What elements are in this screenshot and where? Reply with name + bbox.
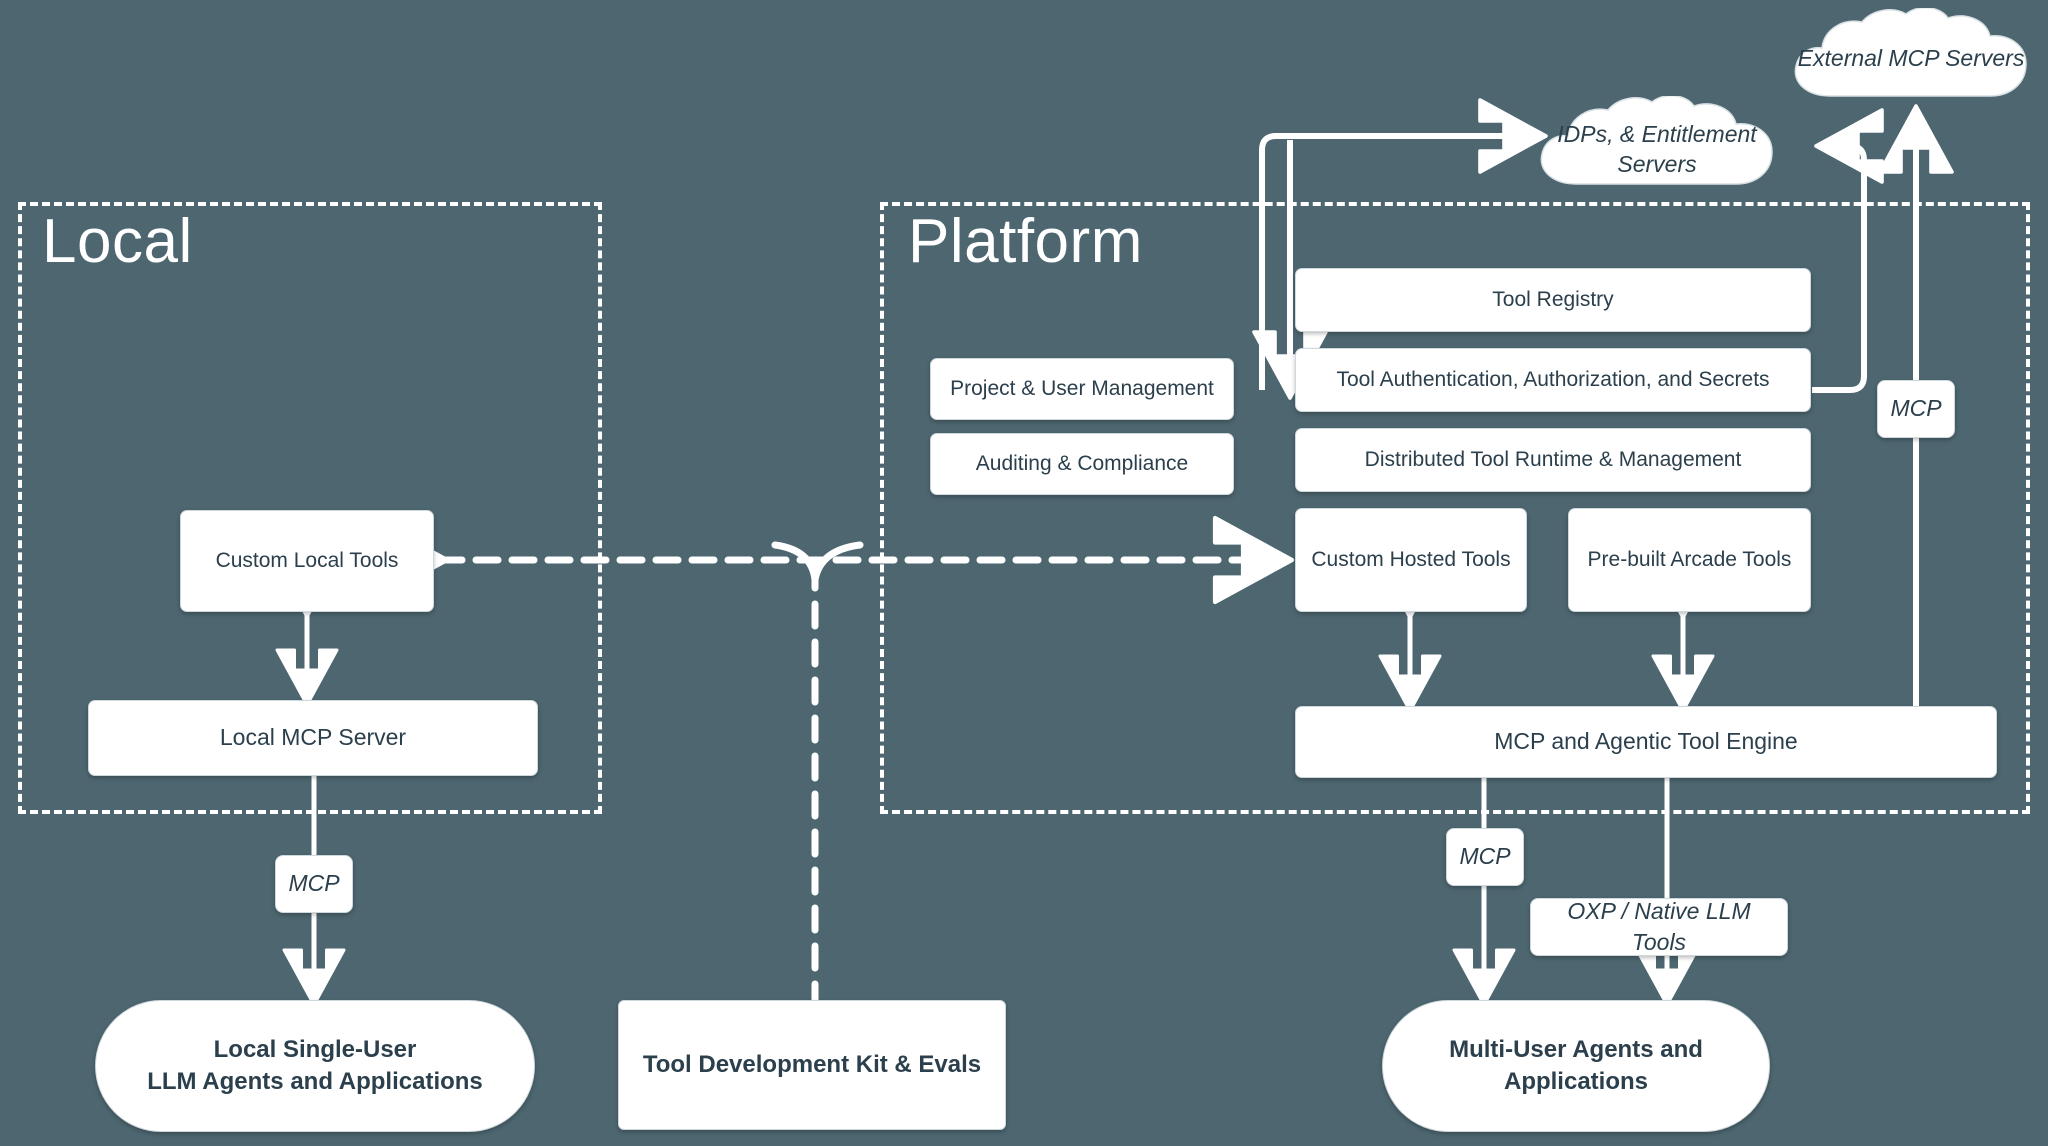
- external-mcp-servers-cloud[interactable]: External MCP Servers: [1778, 6, 2044, 110]
- mcp-agentic-tool-engine-box[interactable]: MCP and Agentic Tool Engine: [1295, 706, 1997, 778]
- multi-user-agents-box[interactable]: Multi-User Agents and Applications: [1382, 1000, 1770, 1132]
- custom-local-tools-box[interactable]: Custom Local Tools: [180, 510, 434, 612]
- idps-entitlement-servers-cloud[interactable]: IDPs, & Entitlement Servers: [1524, 94, 1790, 198]
- tool-development-kit-box[interactable]: Tool Development Kit & Evals: [618, 1000, 1006, 1130]
- local-zone-frame: [18, 202, 602, 814]
- local-agents-box[interactable]: Local Single-User LLM Agents and Applica…: [95, 1000, 535, 1132]
- external-mcp-protocol-label: MCP: [1877, 380, 1955, 438]
- prebuilt-arcade-tools-box[interactable]: Pre-built Arcade Tools: [1568, 508, 1811, 612]
- local-mcp-protocol-label: MCP: [275, 855, 353, 913]
- custom-hosted-tools-box[interactable]: Custom Hosted Tools: [1295, 508, 1527, 612]
- platform-zone-title: Platform: [908, 207, 1143, 276]
- project-user-management-box[interactable]: Project & User Management: [930, 358, 1234, 420]
- oxp-native-llm-tools-label: OXP / Native LLM Tools: [1530, 898, 1788, 956]
- local-agents-line2: LLM Agents and Applications: [147, 1068, 483, 1095]
- local-agents-line1: Local Single-User: [213, 1035, 417, 1063]
- engine-mcp-protocol-label: MCP: [1446, 828, 1524, 886]
- tool-registry-box[interactable]: Tool Registry: [1295, 268, 1811, 332]
- tool-authentication-box[interactable]: Tool Authentication, Authorization, and …: [1295, 348, 1811, 412]
- external-mcp-cloud-label: External MCP Servers: [1797, 45, 2025, 71]
- cloud-shape: [1794, 6, 2027, 97]
- auditing-compliance-box[interactable]: Auditing & Compliance: [930, 433, 1234, 495]
- multi-user-agents-line1: Multi-User Agents and: [1449, 1035, 1703, 1063]
- cloud-shape: [1540, 94, 1773, 185]
- local-zone-title: Local: [42, 207, 193, 276]
- multi-user-agents-line2: Applications: [1503, 1068, 1648, 1095]
- idps-cloud-line1: IDPs, & Entitlement: [1557, 121, 1757, 147]
- local-mcp-server-box[interactable]: Local MCP Server: [88, 700, 538, 776]
- idps-cloud-line2: Servers: [1617, 150, 1697, 177]
- distributed-tool-runtime-box[interactable]: Distributed Tool Runtime & Management: [1295, 428, 1811, 492]
- platform-zone-frame: [880, 202, 2030, 814]
